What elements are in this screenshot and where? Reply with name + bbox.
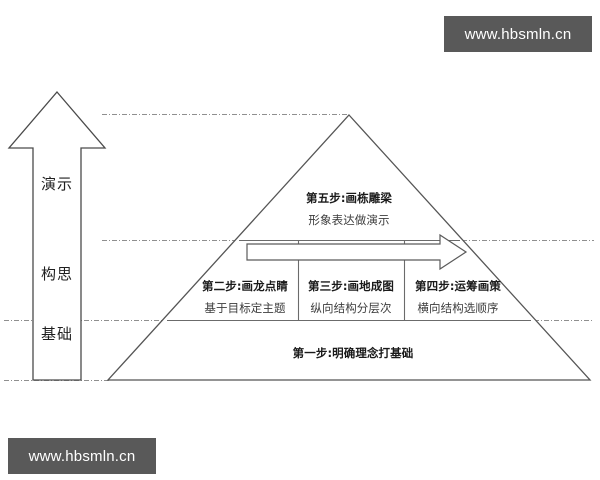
upward-arrow-shape bbox=[7, 91, 107, 381]
step-3-title: 第三步:画地成图 bbox=[308, 279, 394, 293]
step-5-title: 第五步:画栋雕梁 bbox=[306, 191, 392, 205]
axis-label-level-1: 基础 bbox=[40, 325, 74, 343]
step-4-title: 第四步:运筹画策 bbox=[415, 279, 501, 293]
step-1-title: 第一步:明确理念打基础 bbox=[292, 346, 414, 360]
step-5-subtitle: 形象表达做演示 bbox=[308, 213, 390, 227]
step-2-title: 第二步:画龙点睛 bbox=[202, 279, 288, 293]
axis-label-level-3: 演示 bbox=[40, 175, 74, 193]
step-2-subtitle: 基于目标定主题 bbox=[204, 301, 286, 315]
step-4-subtitle: 横向结构选顺序 bbox=[417, 301, 499, 315]
step-3-subtitle: 纵向结构分层次 bbox=[310, 301, 392, 315]
rightward-arrow-shape bbox=[246, 233, 468, 271]
watermark-top-right: www.hbsmln.cn bbox=[444, 16, 592, 52]
watermark-bottom-left: www.hbsmln.cn bbox=[8, 438, 156, 474]
axis-label-level-2: 构思 bbox=[40, 265, 74, 283]
pyramid-tier-dividers bbox=[167, 239, 531, 322]
